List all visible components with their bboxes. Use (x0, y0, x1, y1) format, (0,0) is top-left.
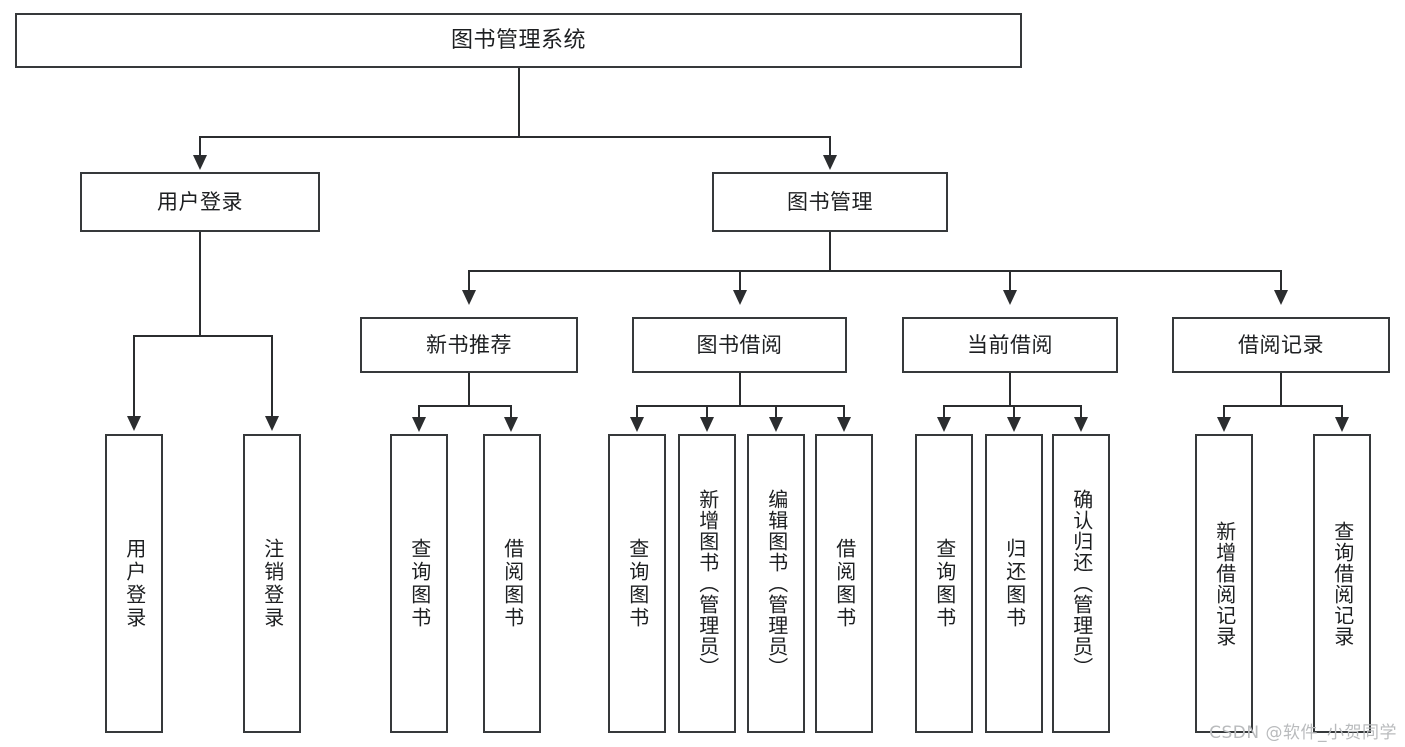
connector-bm-to-book-borrow (739, 270, 741, 292)
connector-book-management-bus (468, 270, 1282, 272)
node-current-borrow[interactable]: 当前借阅 (902, 317, 1118, 373)
node-user-login[interactable]: 用户登录 (80, 172, 320, 232)
arrow-bm-to-current-borrow (1003, 290, 1017, 305)
leaf-edit-book-admin[interactable]: 编辑图书（管理员） (747, 434, 805, 733)
connector-bb-bus (636, 405, 844, 407)
node-label: 查询图书 (407, 537, 432, 630)
connector-nbr-bus (418, 405, 511, 407)
node-label: 图书管理 (787, 189, 873, 214)
arrow-nbr-to-leaf-2 (504, 417, 518, 432)
connector-bm-to-borrow-record (1280, 270, 1282, 292)
leaf-logout[interactable]: 注销登录 (243, 434, 301, 733)
connector-br-bus (1223, 405, 1342, 407)
arrow-cb-to-leaf-1 (937, 417, 951, 432)
arrow-cb-to-leaf-2 (1007, 417, 1021, 432)
connector-user-login-to-leaf-2 (271, 335, 273, 418)
connector-br-to-leaf-2 (1341, 405, 1343, 419)
leaf-confirm-return-admin[interactable]: 确认归还（管理员） (1052, 434, 1110, 733)
leaf-query-book-borrow[interactable]: 查询图书 (608, 434, 666, 733)
node-label: 新增借阅记录 (1212, 520, 1237, 647)
arrow-user-login-to-leaf-1 (127, 416, 141, 431)
node-label: 当前借阅 (967, 332, 1053, 357)
node-label: 编辑图书（管理员） (764, 489, 789, 678)
leaf-add-book-admin[interactable]: 新增图书（管理员） (678, 434, 736, 733)
node-book-management[interactable]: 图书管理 (712, 172, 948, 232)
node-label: 查询图书 (625, 537, 650, 630)
leaf-add-borrow-record[interactable]: 新增借阅记录 (1195, 434, 1253, 733)
connector-user-login-to-leaf-1 (133, 335, 135, 418)
node-label: 确认归还（管理员） (1069, 489, 1094, 678)
node-label: 新书推荐 (426, 332, 512, 357)
node-new-book-recommend[interactable]: 新书推荐 (360, 317, 578, 373)
connector-root-to-user-login (199, 136, 201, 158)
node-label: 图书借阅 (696, 332, 783, 357)
node-label: 用户登录 (122, 537, 147, 630)
node-label: 图书管理系统 (450, 27, 586, 53)
connector-bm-to-new-book (468, 270, 470, 292)
connector-bb-to-leaf-4 (843, 405, 845, 419)
connector-nbr-to-leaf-2 (510, 405, 512, 419)
arrow-user-login-to-leaf-2 (265, 416, 279, 431)
arrow-bb-to-leaf-2 (700, 417, 714, 432)
node-label: 借阅图书 (832, 537, 857, 630)
connector-cb-to-leaf-1 (943, 405, 945, 419)
connector-cb-to-leaf-3 (1080, 405, 1082, 419)
leaf-borrow-book[interactable]: 借阅图书 (815, 434, 873, 733)
node-label: 用户登录 (157, 189, 243, 214)
node-label: 归还图书 (1002, 537, 1027, 630)
node-label: 查询图书 (932, 537, 957, 630)
connector-user-login-stem (199, 232, 201, 336)
node-root-book-management-system[interactable]: 图书管理系统 (15, 13, 1022, 68)
node-label: 查询借阅记录 (1330, 520, 1355, 647)
node-borrow-record[interactable]: 借阅记录 (1172, 317, 1390, 373)
connector-bb-to-leaf-3 (775, 405, 777, 419)
connector-root-stem (518, 68, 520, 137)
connector-bm-to-current-borrow (1009, 270, 1011, 292)
connector-root-bus (199, 136, 830, 138)
arrow-bm-to-book-borrow (733, 290, 747, 305)
connector-root-to-book-management (829, 136, 831, 158)
arrow-bm-to-new-book (462, 290, 476, 305)
leaf-query-book-current[interactable]: 查询图书 (915, 434, 973, 733)
arrow-bb-to-leaf-3 (769, 417, 783, 432)
arrow-bb-to-leaf-1 (630, 417, 644, 432)
leaf-query-book-recommend[interactable]: 查询图书 (390, 434, 448, 733)
connector-nbr-to-leaf-1 (418, 405, 420, 419)
arrow-root-to-book-management (823, 155, 837, 170)
connector-cb-to-leaf-2 (1013, 405, 1015, 419)
connector-cb-bus (943, 405, 1081, 407)
leaf-return-book[interactable]: 归还图书 (985, 434, 1043, 733)
connector-user-login-bus (133, 335, 272, 337)
connector-book-management-stem (829, 232, 831, 271)
connector-br-stem (1280, 373, 1282, 407)
arrow-br-to-leaf-2 (1335, 417, 1349, 432)
leaf-user-login[interactable]: 用户登录 (105, 434, 163, 733)
connector-bb-stem (739, 373, 741, 407)
node-label: 借阅图书 (500, 537, 525, 630)
arrow-root-to-user-login (193, 155, 207, 170)
node-label: 借阅记录 (1238, 332, 1324, 357)
node-label: 注销登录 (260, 537, 285, 630)
arrow-bb-to-leaf-4 (837, 417, 851, 432)
node-label: 新增图书（管理员） (695, 489, 720, 678)
connector-bb-to-leaf-2 (706, 405, 708, 419)
leaf-borrow-book-recommend[interactable]: 借阅图书 (483, 434, 541, 733)
connector-bb-to-leaf-1 (636, 405, 638, 419)
connector-cb-stem (1009, 373, 1011, 407)
arrow-nbr-to-leaf-1 (412, 417, 426, 432)
connector-br-to-leaf-1 (1223, 405, 1225, 419)
leaf-query-borrow-record[interactable]: 查询借阅记录 (1313, 434, 1371, 733)
arrow-bm-to-borrow-record (1274, 290, 1288, 305)
arrow-cb-to-leaf-3 (1074, 417, 1088, 432)
node-book-borrow[interactable]: 图书借阅 (632, 317, 847, 373)
connector-nbr-stem (468, 373, 470, 407)
arrow-br-to-leaf-1 (1217, 417, 1231, 432)
